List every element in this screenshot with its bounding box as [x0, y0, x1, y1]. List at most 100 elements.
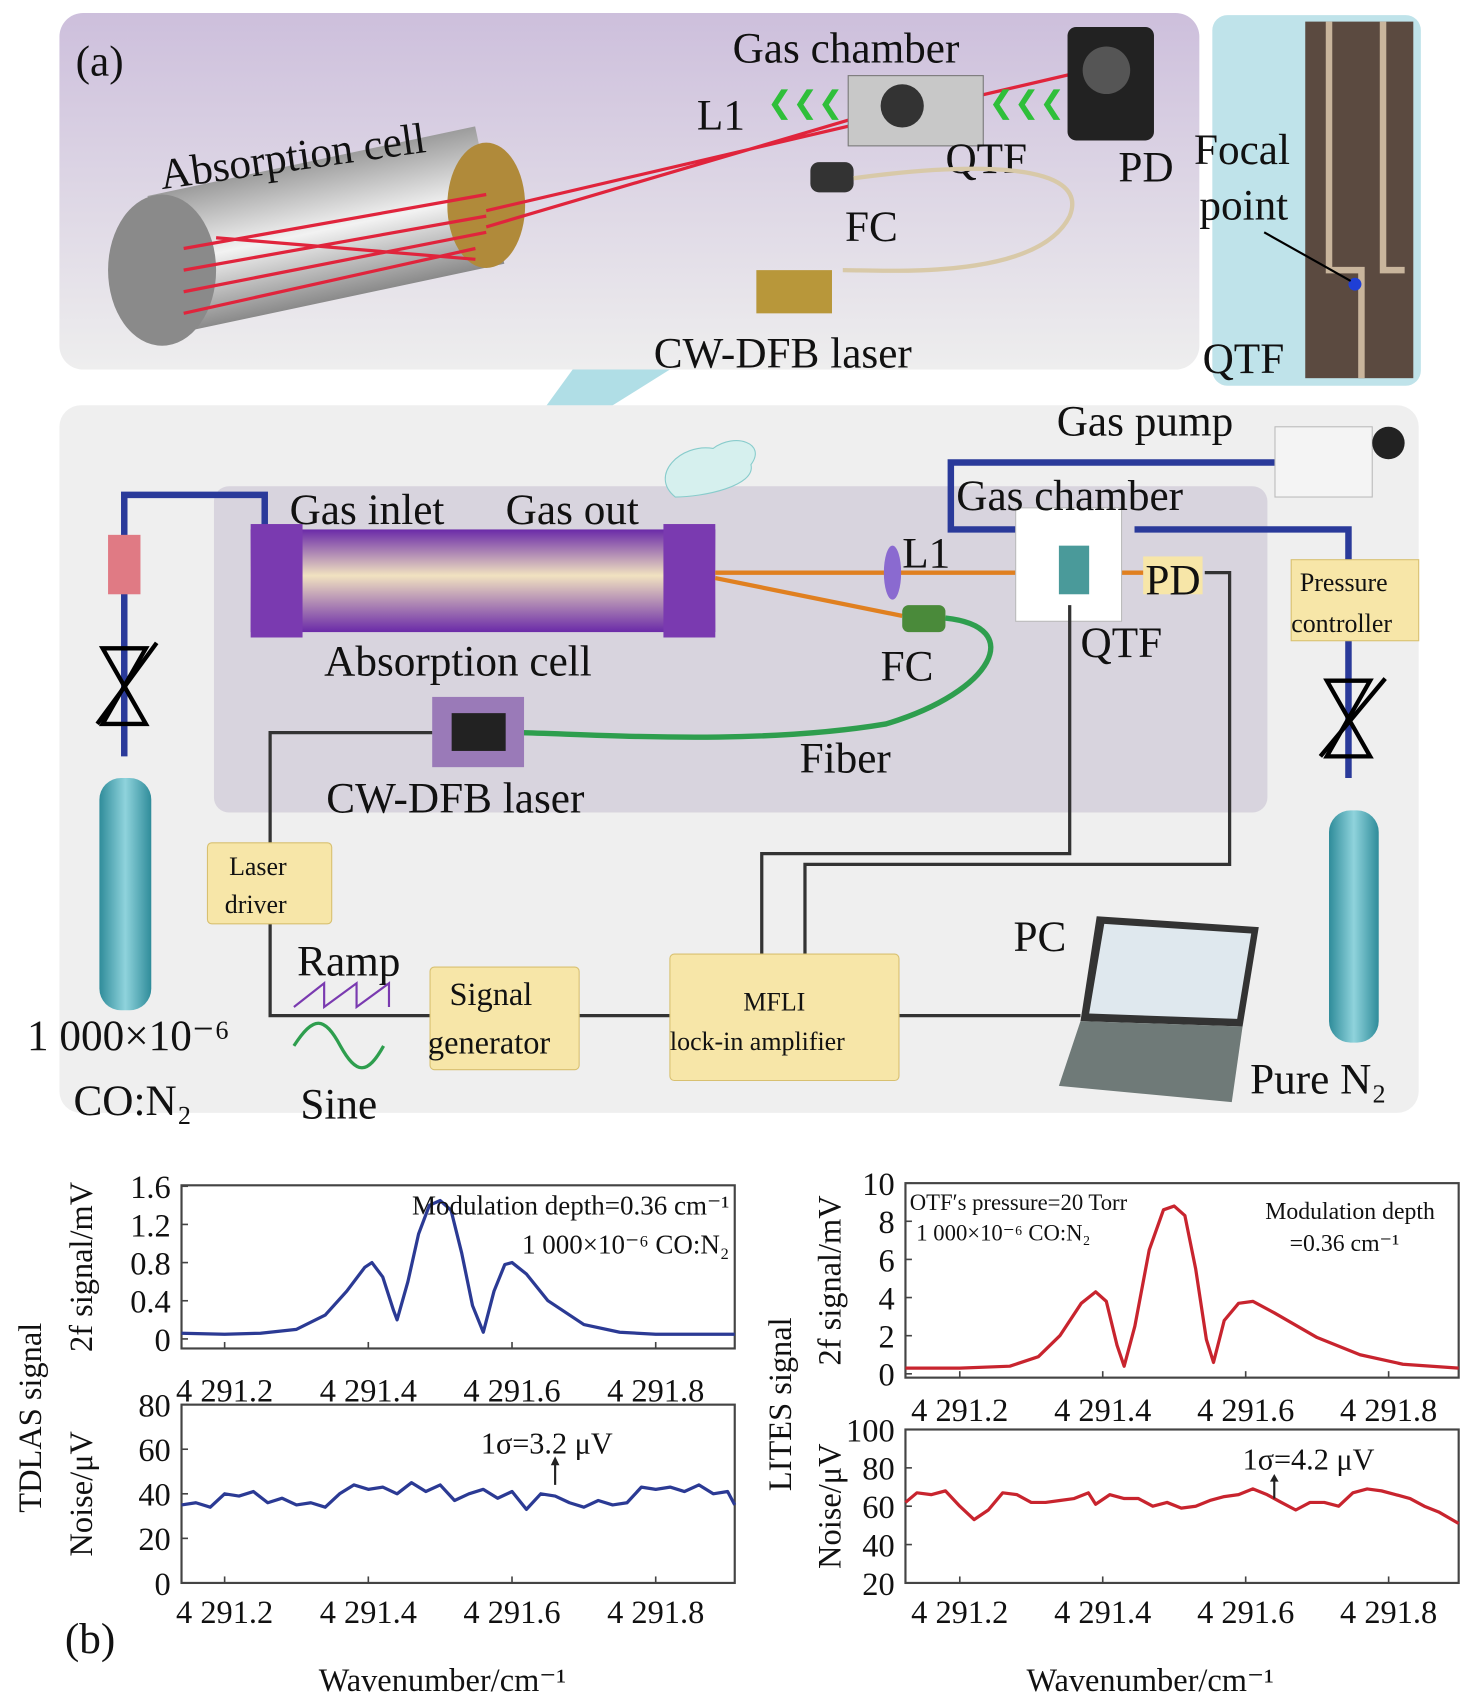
gas-inlet-label: Gas inlet [290, 486, 445, 534]
y-tick-label: 0 [155, 1567, 171, 1603]
x-tick-label: 4 291.6 [1197, 1595, 1294, 1631]
y-tick-label: 2 [878, 1320, 894, 1356]
y-tick-label: 40 [862, 1528, 894, 1564]
qtf-photo-label: QTF [1203, 335, 1285, 383]
co-gas-label-1: 1 000×10⁻⁶ [27, 1012, 230, 1060]
tdlas-xlabel: Wavenumber/cm⁻¹ [319, 1663, 566, 1699]
inset-laser-label: CW-DFB laser [654, 329, 913, 377]
y-tick-label: 1.6 [130, 1170, 171, 1206]
gas-chamber-label: Gas chamber [956, 472, 1183, 520]
x-tick-label: 4 291.8 [1340, 1595, 1437, 1631]
y-tick-label: 60 [862, 1490, 894, 1526]
sine-label: Sine [300, 1080, 377, 1128]
inset-qtf-label: QTF [945, 135, 1027, 183]
y-tick-label: 8 [878, 1205, 894, 1241]
flow-meter [108, 535, 140, 594]
annotation: Modulation depth=0.36 cm⁻¹ [412, 1190, 729, 1220]
x-tick-label: 4 291.4 [1054, 1595, 1151, 1631]
cw-dfb-laser-label: CW-DFB laser [326, 775, 585, 823]
y-axis-label: 2f signal/mV [64, 1181, 100, 1352]
y-tick-label: 1.2 [130, 1208, 171, 1244]
y-tick-label: 80 [862, 1452, 894, 1488]
co-gas-cylinder [99, 778, 151, 1010]
inset-gas-chamber-label: Gas chamber [733, 25, 960, 73]
x-tick-label: 4 291.6 [1197, 1393, 1294, 1429]
x-tick-label: 4 291.6 [463, 1595, 560, 1631]
qtf-photo: Focal point QTF [1194, 15, 1421, 386]
n2-gas-label: Pure N₂ [1250, 1055, 1386, 1103]
setup-schematic: Gas inlet Gas out Absorption cell L1 FC … [27, 397, 1419, 1128]
y-tick-label: 10 [862, 1167, 894, 1203]
pressure-controller-label-2: controller [1291, 609, 1392, 638]
ramp-label: Ramp [297, 938, 400, 986]
lock-in-label-2: lock-in amplifier [670, 1027, 845, 1056]
y-tick-label: 100 [846, 1413, 895, 1449]
annotation: OTF′s pressure=20 Torr [910, 1190, 1128, 1215]
inset-fiber-collimator [810, 162, 853, 192]
signal-generator-label-2: generator [428, 1025, 551, 1061]
pd-label: PD [1145, 556, 1200, 604]
lites-group-label: LITES signal [763, 1317, 799, 1491]
focal-point-label-1: Focal [1194, 126, 1290, 174]
annotation: 1σ=4.2 μV [1243, 1442, 1375, 1476]
laser-driver-label-2: driver [225, 890, 287, 919]
co-gas-label-2: CO:N₂ [73, 1077, 191, 1125]
laser-driver-label-1: Laser [229, 852, 287, 881]
x-tick-label: 4 291.2 [911, 1393, 1008, 1429]
panel-a-label: (a) [76, 38, 124, 86]
lock-in-label-1: MFLI [743, 987, 805, 1016]
inset-qtf-window [881, 84, 924, 127]
gas-out-label: Gas out [506, 486, 639, 534]
tdlas-group-label: TDLAS signal [13, 1323, 49, 1513]
inset-fc-label: FC [845, 203, 898, 251]
annotation: 1 000×10⁻⁶ CO:N₂ [916, 1220, 1090, 1245]
qtf [1059, 546, 1089, 595]
qtf-label: QTF [1081, 619, 1163, 667]
annotation: 1 000×10⁻⁶ CO:N₂ [522, 1229, 729, 1259]
n2-gas-cylinder [1329, 810, 1379, 1042]
focal-point-label-2: point [1199, 181, 1288, 229]
absorption-cell [251, 529, 716, 632]
annotation: 1σ=3.2 μV [481, 1426, 613, 1460]
lens-l1 [884, 546, 901, 600]
x-tick-label: 4 291.8 [607, 1595, 704, 1631]
y-tick-label: 0 [155, 1323, 171, 1359]
y-axis-label: Noise/μV [64, 1431, 100, 1557]
pressure-controller-label-1: Pressure [1300, 568, 1388, 597]
y-tick-label: 6 [878, 1243, 894, 1279]
l1-label: L1 [902, 529, 950, 577]
y-axis-label: 2f signal/mV [813, 1195, 849, 1366]
y-tick-label: 4 [878, 1281, 894, 1317]
pc-label: PC [1014, 913, 1067, 961]
fiber-collimator [902, 605, 945, 632]
x-tick-label: 4 291.4 [1054, 1393, 1151, 1429]
inset-pd-label: PD [1118, 144, 1173, 192]
y-tick-label: 20 [862, 1567, 894, 1603]
lock-in-amplifier[interactable] [670, 954, 899, 1080]
panel-b-label: (b) [65, 1615, 115, 1663]
y-axis-label: Noise/μV [813, 1443, 849, 1569]
y-tick-label: 0.4 [130, 1285, 171, 1321]
x-tick-label: 4 291.2 [911, 1595, 1008, 1631]
x-tick-label: 4 291.4 [320, 1595, 417, 1631]
y-tick-label: 40 [138, 1478, 170, 1514]
inset-laser-module [756, 270, 832, 313]
signal-generator-label-1: Signal [449, 977, 532, 1013]
y-tick-label: 0 [878, 1358, 894, 1394]
inset-gas-flow-arrows: ❮❮❮ [767, 85, 843, 120]
fc-label: FC [881, 643, 934, 691]
fiber-label: Fiber [800, 735, 892, 783]
optical-inset: (a) Absorption cell ❮❮❮ ❮❮❮ Gas chamber … [59, 13, 1199, 377]
inset-gas-flow-arrows-right: ❮❮❮ [989, 85, 1065, 120]
lites-xlabel: Wavenumber/cm⁻¹ [1026, 1663, 1273, 1699]
y-tick-label: 20 [138, 1522, 170, 1558]
y-tick-label: 60 [138, 1433, 170, 1469]
annotation: =0.36 cm⁻¹ [1290, 1231, 1400, 1257]
